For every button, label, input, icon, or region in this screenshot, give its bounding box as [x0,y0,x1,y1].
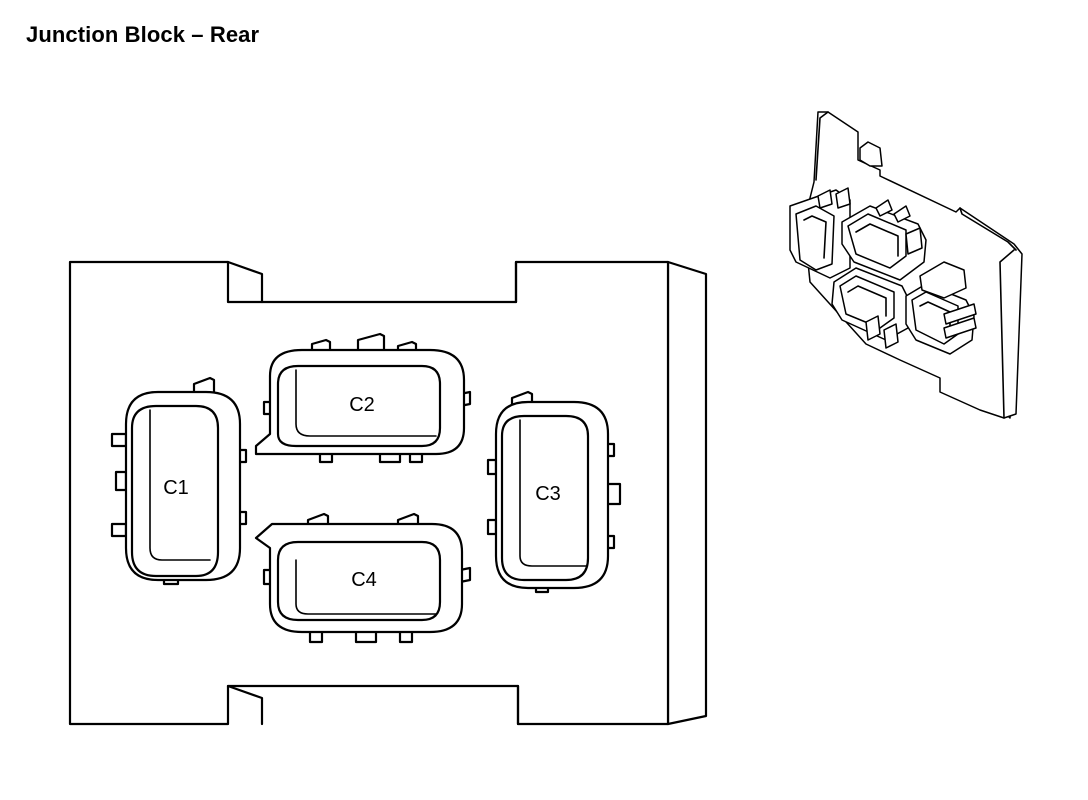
connector-c2: C2 [254,332,472,464]
iso-connector-1 [789,187,851,279]
connector-c3: C3 [486,390,622,594]
iso-connector-4 [905,261,977,355]
connector-c2-label: C2 [349,394,375,416]
junction-block-rear-view [68,260,708,726]
iso-connector-2 [841,199,927,281]
connector-c1-label: C1 [163,477,189,499]
diagram-title: Junction Block – Rear [26,22,260,47]
junction-block-iso-view [789,111,1023,419]
connector-c3-label: C3 [535,483,561,505]
connector-c1: C1 [110,376,248,586]
iso-connector-3 [831,267,911,349]
connector-c4: C4 [254,512,472,644]
connector-c4-label: C4 [351,569,377,591]
